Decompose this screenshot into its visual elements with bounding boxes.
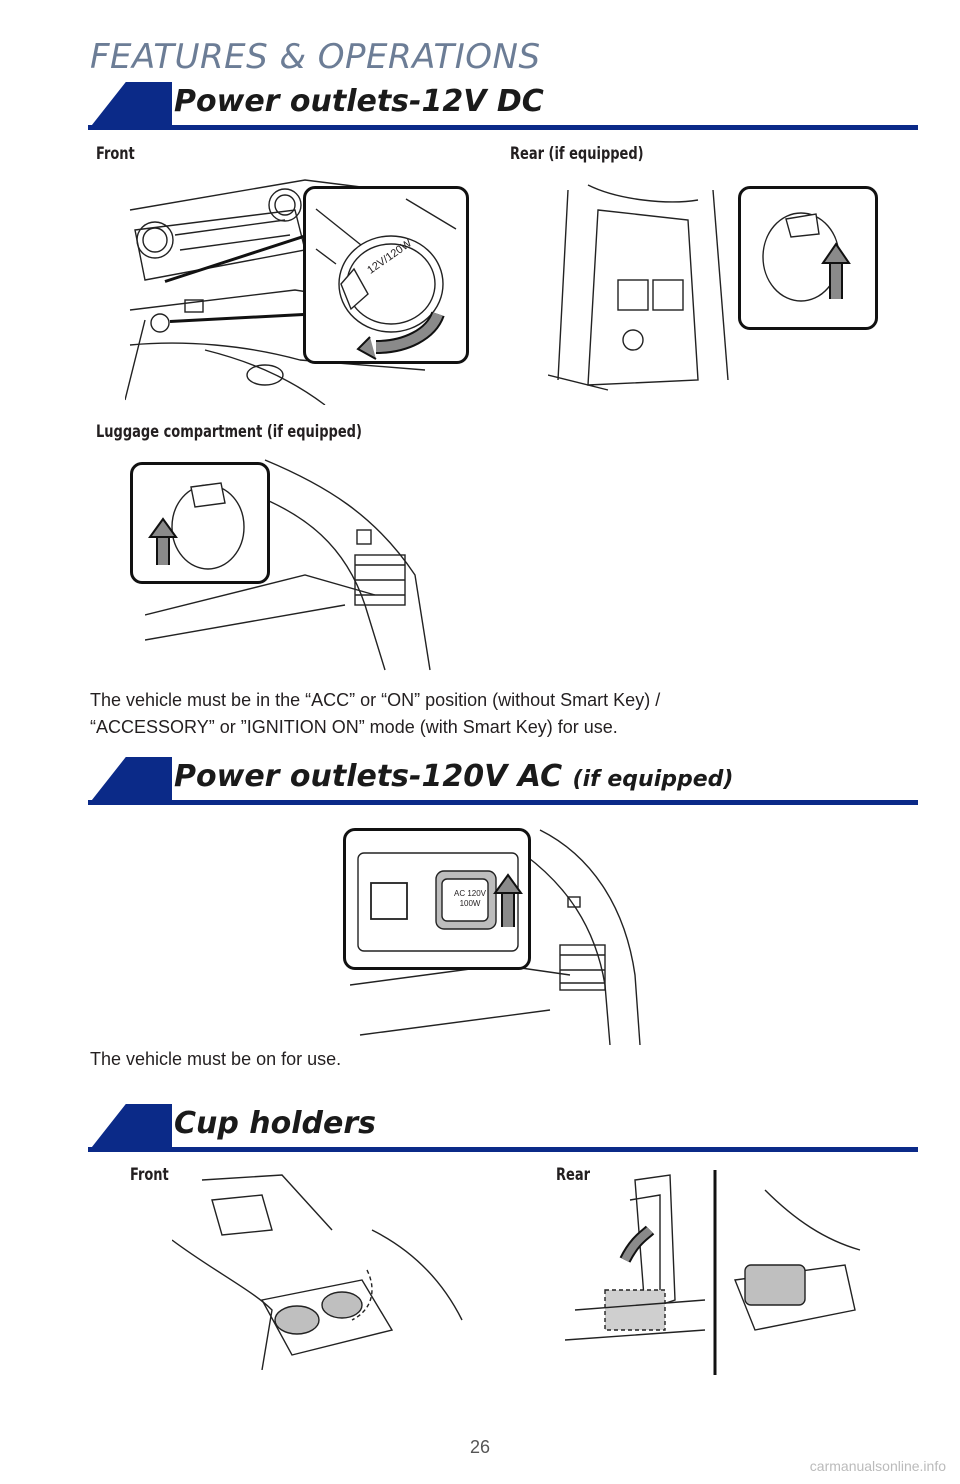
banner-rule <box>88 125 918 130</box>
banner-cup-holders: Cup holders <box>88 1104 918 1152</box>
label-front-12v: Front <box>96 144 135 164</box>
illustration-cup-rear <box>565 1170 865 1375</box>
label-rear-cup: Rear <box>556 1165 591 1185</box>
section-title-cup-holders: Cup holders <box>174 1106 377 1141</box>
banner-power-120v: Power outlets-120V AC (if equipped) <box>88 757 918 805</box>
illustration-cup-front <box>172 1170 472 1370</box>
illustration-luggage-12v <box>145 455 445 675</box>
note-12v-line2: “ACCESSORY” or ”IGNITION ON” mode (with … <box>90 717 618 737</box>
page-number: 26 <box>469 1437 491 1457</box>
section-header: FEATURES & OPERATIONS <box>90 37 541 77</box>
callout-front-12v: 12V/120W <box>303 186 469 364</box>
banner-rule <box>88 800 918 805</box>
note-120v: The vehicle must be on for use. <box>90 1049 342 1069</box>
watermark: carmanualsonline.info <box>809 1458 946 1474</box>
callout-rear-12v <box>738 186 878 330</box>
section-title-power-120v: Power outlets-120V AC (if equipped) <box>174 759 733 794</box>
banner-rule <box>88 1147 918 1152</box>
banner-power-12v: Power outlets-12V DC <box>88 82 918 130</box>
banner-accent <box>88 757 172 805</box>
title-main: Power outlets-120V AC <box>174 759 563 794</box>
note-12v-line1: The vehicle must be in the “ACC” or “ON”… <box>90 690 661 710</box>
banner-accent <box>88 1104 172 1152</box>
label-front-cup: Front <box>130 1165 169 1185</box>
outlet-text-1: AC 120V <box>454 889 487 898</box>
illustration-rear-12v <box>548 180 738 400</box>
title-suffix: (if equipped) <box>572 767 734 792</box>
section-title-power-12v: Power outlets-12V DC <box>174 84 544 119</box>
outlet-text-2: 100W <box>459 899 481 908</box>
label-luggage-12v: Luggage compartment (if equipped) <box>96 422 362 442</box>
callout-luggage-12v <box>130 462 270 584</box>
label-rear-12v: Rear (if equipped) <box>510 144 644 164</box>
banner-accent <box>88 82 172 130</box>
